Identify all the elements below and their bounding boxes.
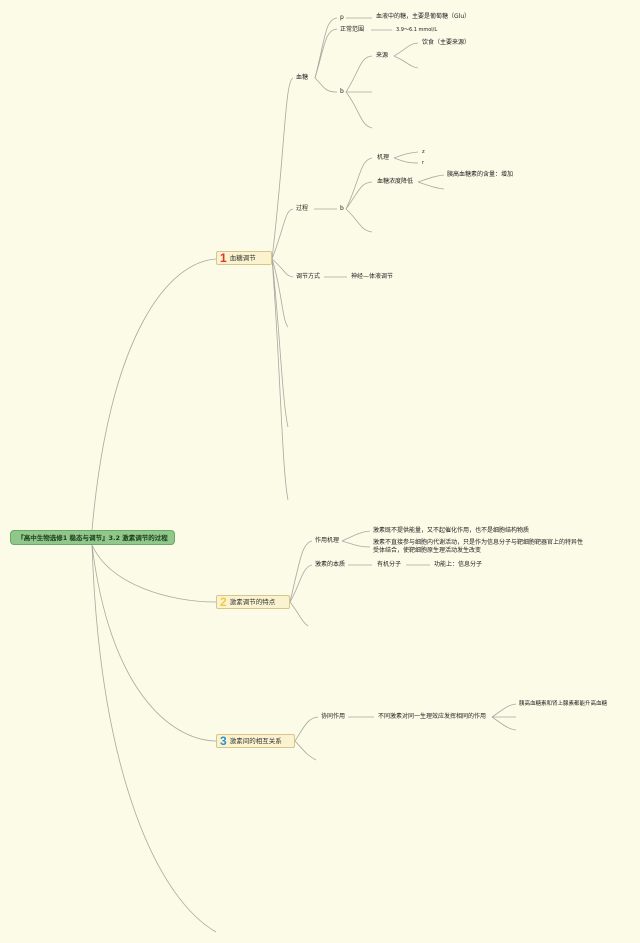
branch-label: 激素间的相互关系 (229, 737, 282, 745)
branch-hormone-relations[interactable]: 3 激素间的相互关系 (216, 734, 295, 748)
node-xietong-def[interactable]: 不同激素对同一生理效应发挥相同的作用 (378, 713, 487, 720)
node-benzhi[interactable]: 激素的本质 (315, 561, 346, 568)
branch-number: 1 (220, 251, 227, 265)
node-normal-range[interactable]: 正常范围 (340, 26, 365, 33)
root-node[interactable]: 『高中生物选修1 稳态与调节』3.2 激素调节的过程 (10, 530, 175, 545)
branch-label: 血糖调节 (229, 254, 256, 262)
node-xuetang[interactable]: 血糖 (296, 74, 309, 81)
node-p[interactable]: p (340, 14, 344, 21)
node-b-process[interactable]: b (340, 205, 344, 212)
node-z[interactable]: z (422, 149, 425, 155)
node-jiangdi[interactable]: 血糖浓度降低 (377, 178, 414, 185)
node-item1[interactable]: 激素既不提供能量，又不起催化作用，也不是细胞结构物质 (373, 527, 530, 534)
node-r[interactable]: r (422, 160, 425, 166)
node-guocheng[interactable]: 过程 (296, 205, 309, 212)
branch-number: 2 (220, 595, 227, 609)
node-xietong[interactable]: 协同作用 (321, 713, 346, 720)
node-laiyuan[interactable]: 来源 (376, 52, 389, 59)
node-normal-range-value[interactable]: 3.9～6.1 mmol/L (396, 27, 438, 33)
branch-hormone-features[interactable]: 2 激素调节的特点 (216, 595, 290, 609)
branch-number: 3 (220, 734, 227, 748)
branch-label: 激素调节的特点 (229, 598, 276, 606)
node-yigaoxue[interactable]: 胰高血糖素的含量：增加 (447, 171, 514, 178)
branch-blood-sugar[interactable]: 1 血糖调节 (216, 251, 272, 265)
node-gongneng[interactable]: 功能上：信息分子 (434, 561, 483, 568)
node-youji[interactable]: 有机分子 (377, 561, 402, 568)
node-b-source[interactable]: b (340, 88, 344, 95)
node-xietong-example[interactable]: 胰高血糖素和肾上腺素都能升高血糖 (519, 701, 608, 707)
node-zuoyong[interactable]: 作用机理 (315, 537, 340, 544)
node-item2[interactable]: 激素不直接参与细胞内代谢活动，只是作为信息分子与靶细胞靶器官上的特异性受体结合，… (373, 539, 584, 554)
node-yinshi[interactable]: 饮食（主要来源） (422, 39, 471, 46)
node-tiaojie[interactable]: 调节方式 (296, 273, 321, 280)
node-p-desc[interactable]: 血液中的糖，主要是葡萄糖（Glu） (376, 13, 471, 20)
node-jili[interactable]: 机理 (377, 154, 390, 161)
node-shenjing[interactable]: 神经—体液调节 (351, 273, 394, 280)
